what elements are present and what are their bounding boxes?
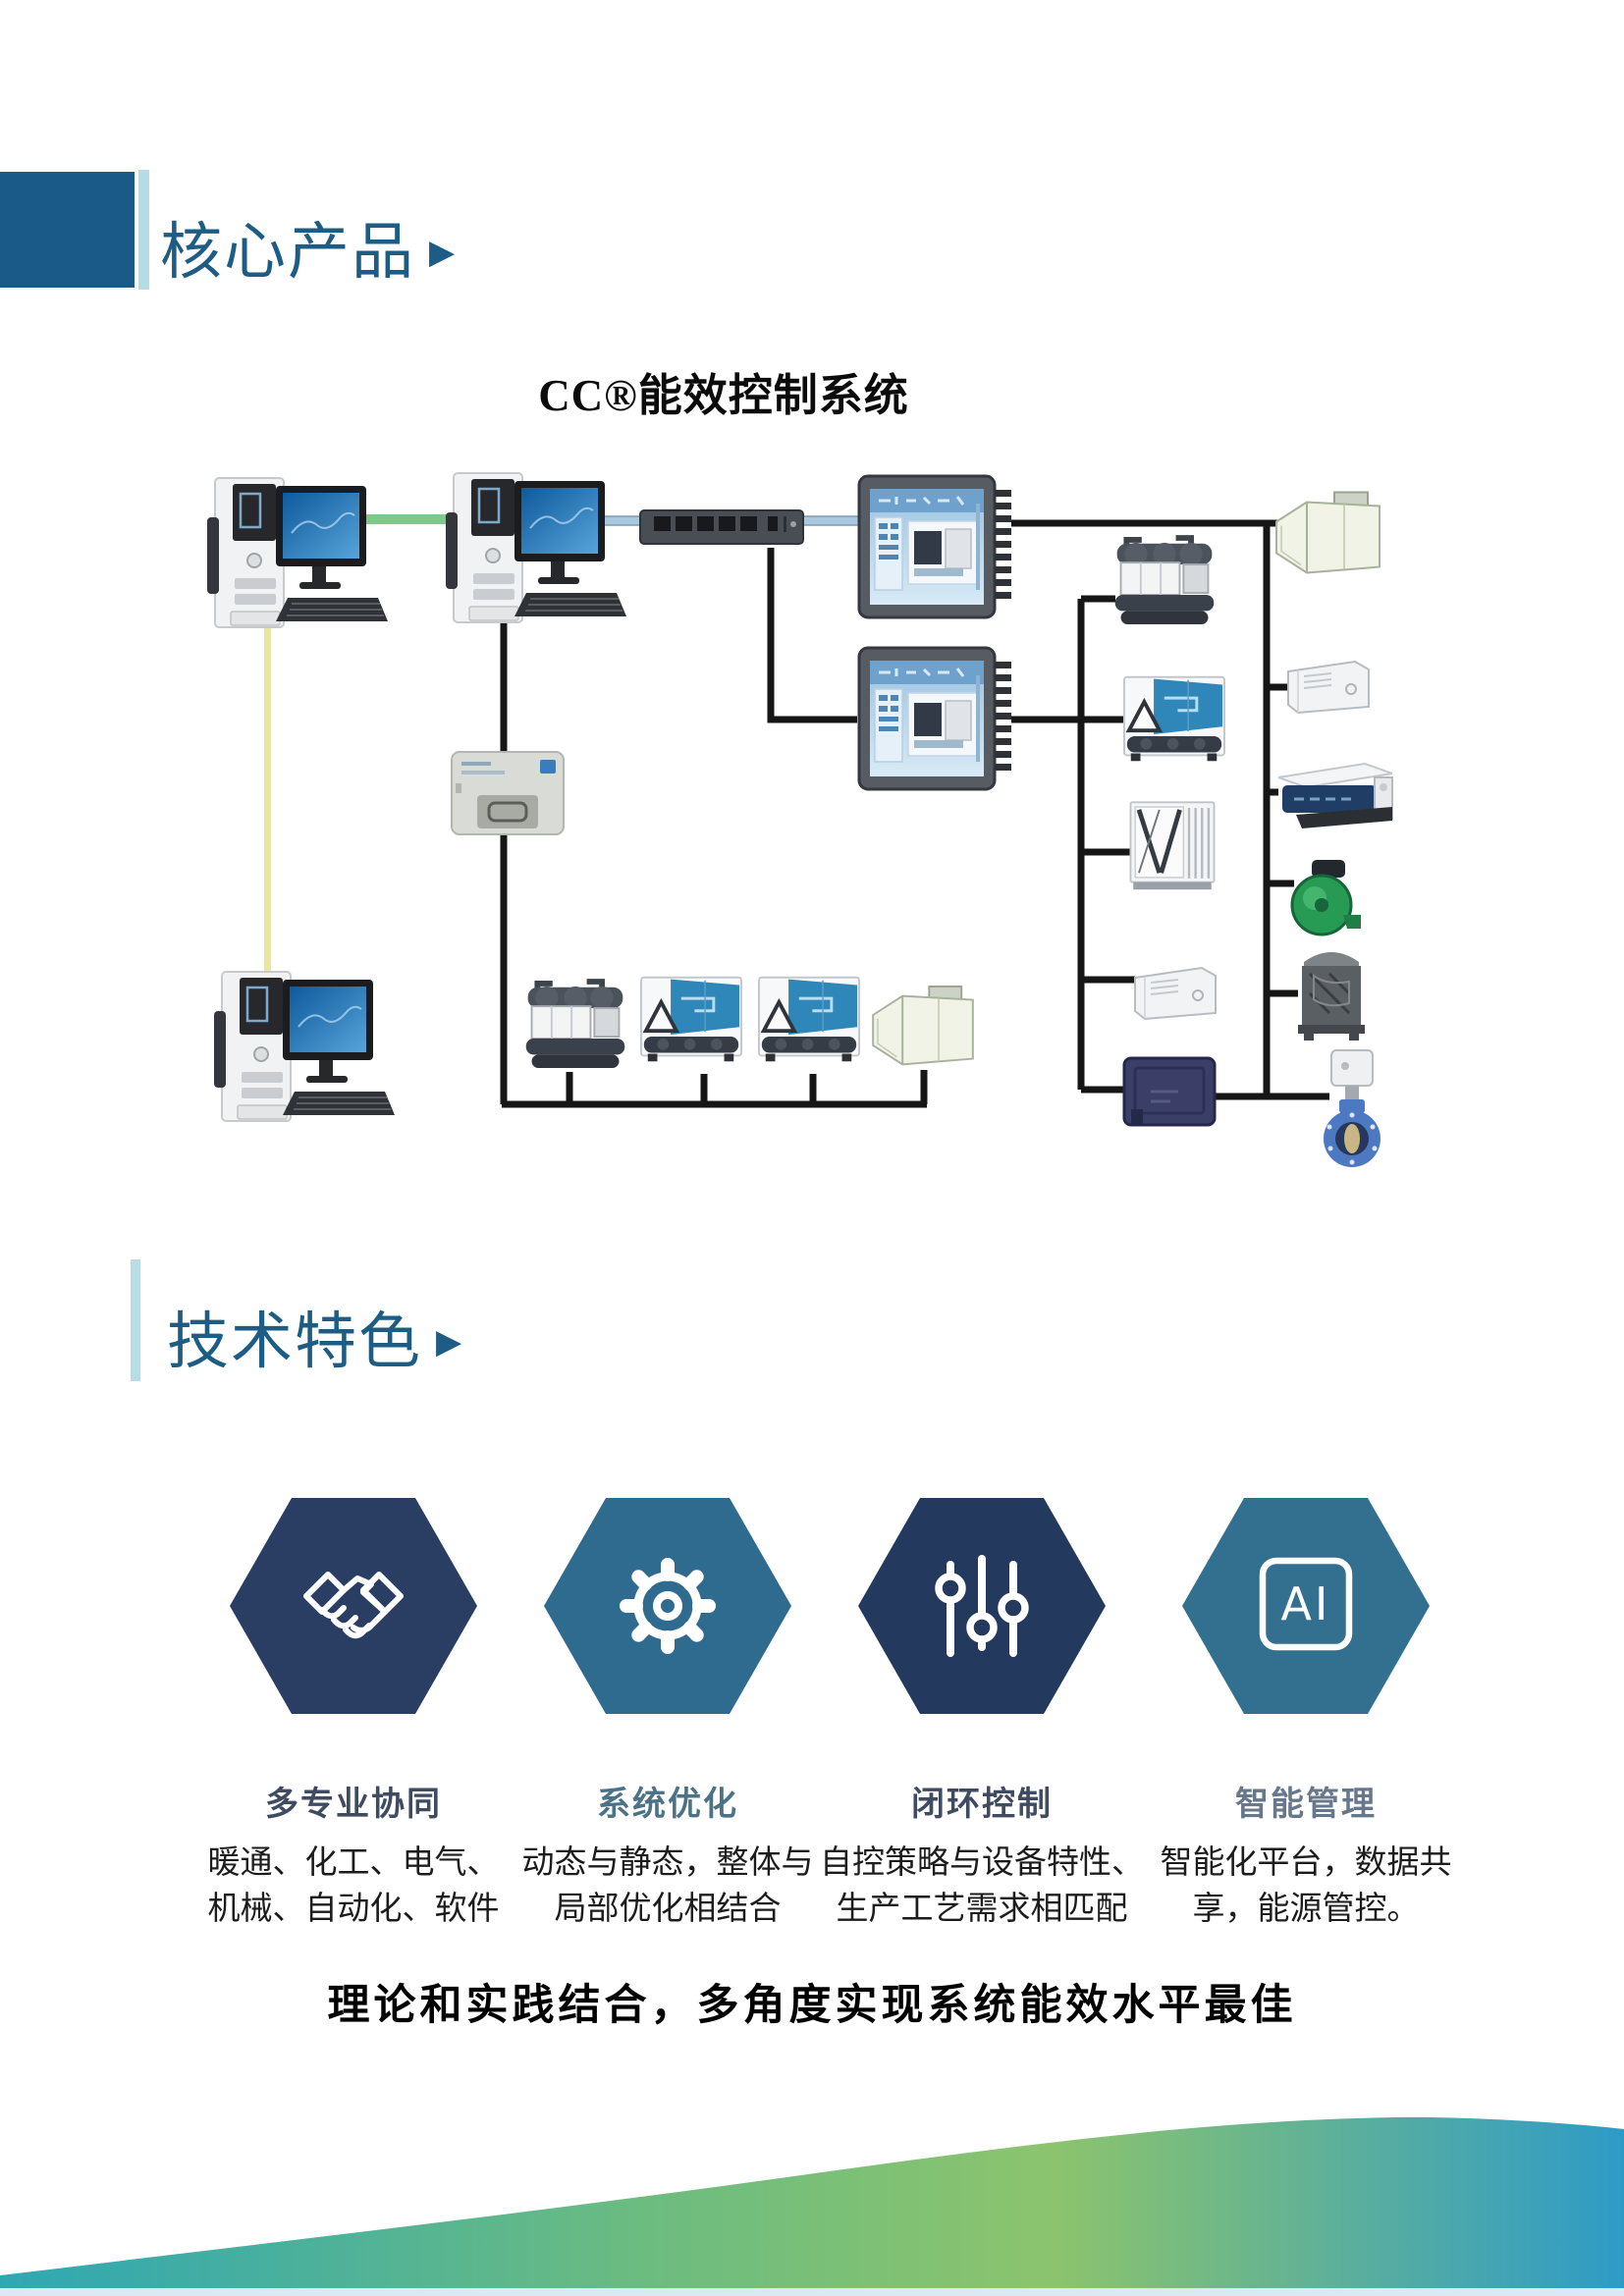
section-header-tech-features: 技术特色 ▶ [167,1292,463,1381]
workstation-icon [444,471,626,624]
hmi-panel-icon [857,474,1013,619]
section-title: 技术特色 [167,1308,422,1376]
water-cooled-chiller-icon [526,982,625,1068]
ai-label: AI [1280,1577,1330,1630]
network-lines [500,519,1329,1108]
gateway-icon [450,750,566,836]
workstation-icon [205,476,388,629]
feature-description: 动态与静态，整体与 局部优化相结合 [521,1845,814,1927]
slogan-text: 理论和实践结合，多角度实现系统能效水平最佳 [327,1983,1297,2029]
cooling-tower-icon [1296,950,1367,1042]
green-cable [339,514,449,524]
air-handling-unit-icon [1287,661,1370,714]
hexagon-shape [1182,1498,1430,1714]
product-title: CC®能效控制系统 [538,371,909,420]
hexagon-shape [230,1498,477,1714]
feature-column-optimization: 系统优化 动态与静态，整体与 局部优化相结合 [491,1492,844,1933]
hmi-panel-icon [857,646,1013,791]
air-cooled-chiller-icon [757,975,861,1064]
page-bottom-strip [0,2288,1624,2296]
arrow-right-icon: ▶ [436,1324,464,1361]
handshake-icon [230,1498,477,1714]
air-cooled-chiller-icon [1122,674,1226,764]
feature-description: 暖通、化工、电气、 机械、自动化、软件 [207,1845,500,1927]
feature-title: 智能管理 [1235,1787,1377,1823]
air-cooled-chiller-icon [639,975,743,1064]
feature-title: 系统优化 [597,1787,738,1823]
heat-pump-icon [1130,802,1214,889]
rooftop-ahu-icon [872,985,974,1066]
arrow-right-icon: ▶ [429,235,458,271]
yellow-cable [264,624,271,972]
rooftop-ahu-icon [1274,491,1381,574]
gear-icon [544,1498,791,1714]
feature-title: 闭环控制 [911,1787,1053,1823]
control-cabinet-icon [1122,1056,1217,1127]
section-title: 核心产品 [160,218,415,287]
water-cooled-chiller-icon [1115,538,1215,624]
butterfly-valve-icon [1323,1049,1381,1168]
hexagon-shape [544,1498,791,1714]
feature-description: 智能化平台，数据共 享，能源管控。 [1160,1845,1452,1927]
ai-icon: AI [1182,1498,1430,1714]
ethernet-switch-icon [639,509,804,545]
feature-title: 多专业协同 [265,1787,442,1823]
section-header-core-products: 核心产品 ▶ [160,202,457,292]
workstation-icon [212,970,395,1123]
corner-accent-block [0,172,135,288]
feature-description: 自控策略与设备特性、 生产工艺需求相匹配 [820,1845,1144,1927]
tech-accent-bar [131,1259,140,1381]
air-handling-unit-icon [1134,967,1217,1020]
corner-accent-bar [138,170,149,290]
feature-column-closed-loop: 闭环控制 自控策略与设备特性、 生产工艺需求相匹配 [805,1492,1159,1933]
fan-coil-icon [1276,762,1394,830]
feature-column-collaboration: 多专业协同 暖通、化工、电气、 机械、自动化、软件 [177,1492,530,1933]
bottom-wave-decoration [0,2116,1624,2296]
water-pump-icon [1290,858,1363,936]
feature-column-smart-management: AI 智能管理 智能化平台，数据共 享，能源管控。 [1129,1492,1483,1933]
sliders-icon [858,1498,1106,1714]
